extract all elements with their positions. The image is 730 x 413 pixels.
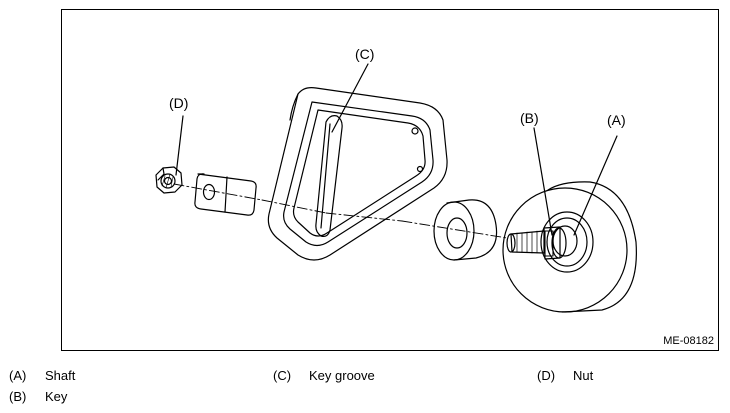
legend-item-b: (B) Key (9, 389, 67, 404)
legend-item-d: (D) Nut (537, 368, 593, 383)
legend-label: Nut (573, 368, 594, 383)
legend-item-a: (A) Shaft (9, 368, 75, 383)
nut-part (155, 166, 183, 194)
bracket-part (267, 87, 448, 261)
legend-code: (B) (9, 389, 27, 404)
center-axis (173, 183, 508, 239)
leader-b (533, 127, 553, 236)
leader-c (331, 63, 369, 133)
legend-label: Key (45, 389, 68, 404)
diagram-frame: (D) (C) (B) (A) ME-08182 (61, 9, 719, 351)
callout-c: (C) (355, 46, 374, 62)
legend-code: (D) (537, 368, 556, 383)
callout-b: (B) (520, 110, 539, 126)
washer-plate (194, 173, 257, 216)
legend-item-c: (C) Key groove (273, 368, 375, 383)
legend-label: Key groove (309, 368, 375, 383)
pulley-part (502, 181, 637, 313)
callout-d: (D) (169, 95, 188, 111)
legend-label: Shaft (45, 368, 76, 383)
callout-a: (A) (607, 112, 626, 128)
figure-id: ME-08182 (663, 335, 714, 347)
spacer-collar (433, 199, 498, 261)
leader-d (175, 115, 184, 176)
legend-code: (A) (9, 368, 27, 383)
exploded-diagram: (D) (C) (B) (A) (155, 46, 637, 313)
legend-code: (C) (273, 368, 292, 383)
leader-a (573, 135, 618, 236)
